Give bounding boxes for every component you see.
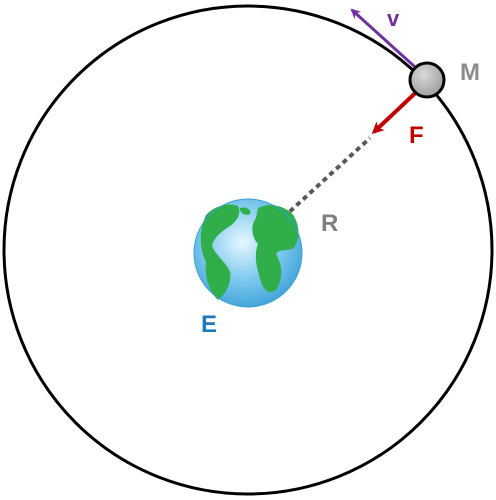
force-label: F (409, 122, 424, 149)
earth-label: E (201, 311, 217, 338)
moon-label: M (460, 59, 480, 86)
radius-label: R (321, 210, 338, 237)
moon-circle (408, 61, 446, 99)
velocity-label: v (387, 6, 400, 31)
velocity-arrow (350, 8, 427, 78)
orbit-circle (2, 4, 494, 496)
earth-globe-icon (193, 198, 303, 308)
